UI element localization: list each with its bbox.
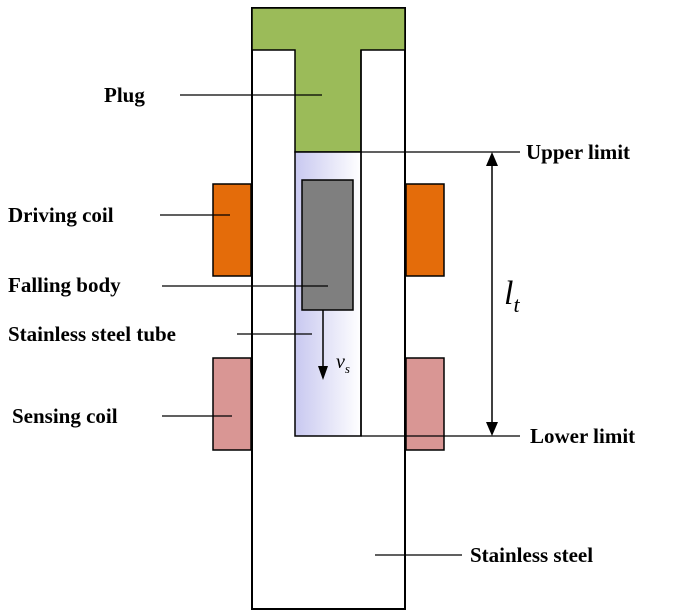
driving-coil-label: Driving coil [8, 203, 114, 227]
sensing-coil-label: Sensing coil [12, 404, 118, 428]
lower-limit-label: Lower limit [530, 424, 635, 448]
falling-body-label: Falling body [8, 273, 121, 297]
falling-body-shape [301, 179, 354, 311]
driving-coil-right [405, 183, 445, 277]
stainless-steel-tube-label: Stainless steel tube [8, 322, 176, 346]
travel-length-arrow-top [486, 152, 498, 166]
travel-length-arrow-bottom [486, 422, 498, 436]
travel-length-symbol: lt [504, 275, 520, 317]
stainless-steel-label: Stainless steel [470, 543, 593, 567]
travel-length-subscript: t [513, 292, 520, 317]
upper-limit-label: Upper limit [526, 140, 630, 164]
velocity-symbol: vs [336, 351, 350, 376]
driving-coil-left [212, 183, 252, 277]
sensing-coil-left [212, 357, 252, 451]
velocity-subscript: s [345, 361, 350, 376]
plug-label: Plug [104, 83, 145, 107]
velocity-arrow-head [318, 366, 328, 380]
